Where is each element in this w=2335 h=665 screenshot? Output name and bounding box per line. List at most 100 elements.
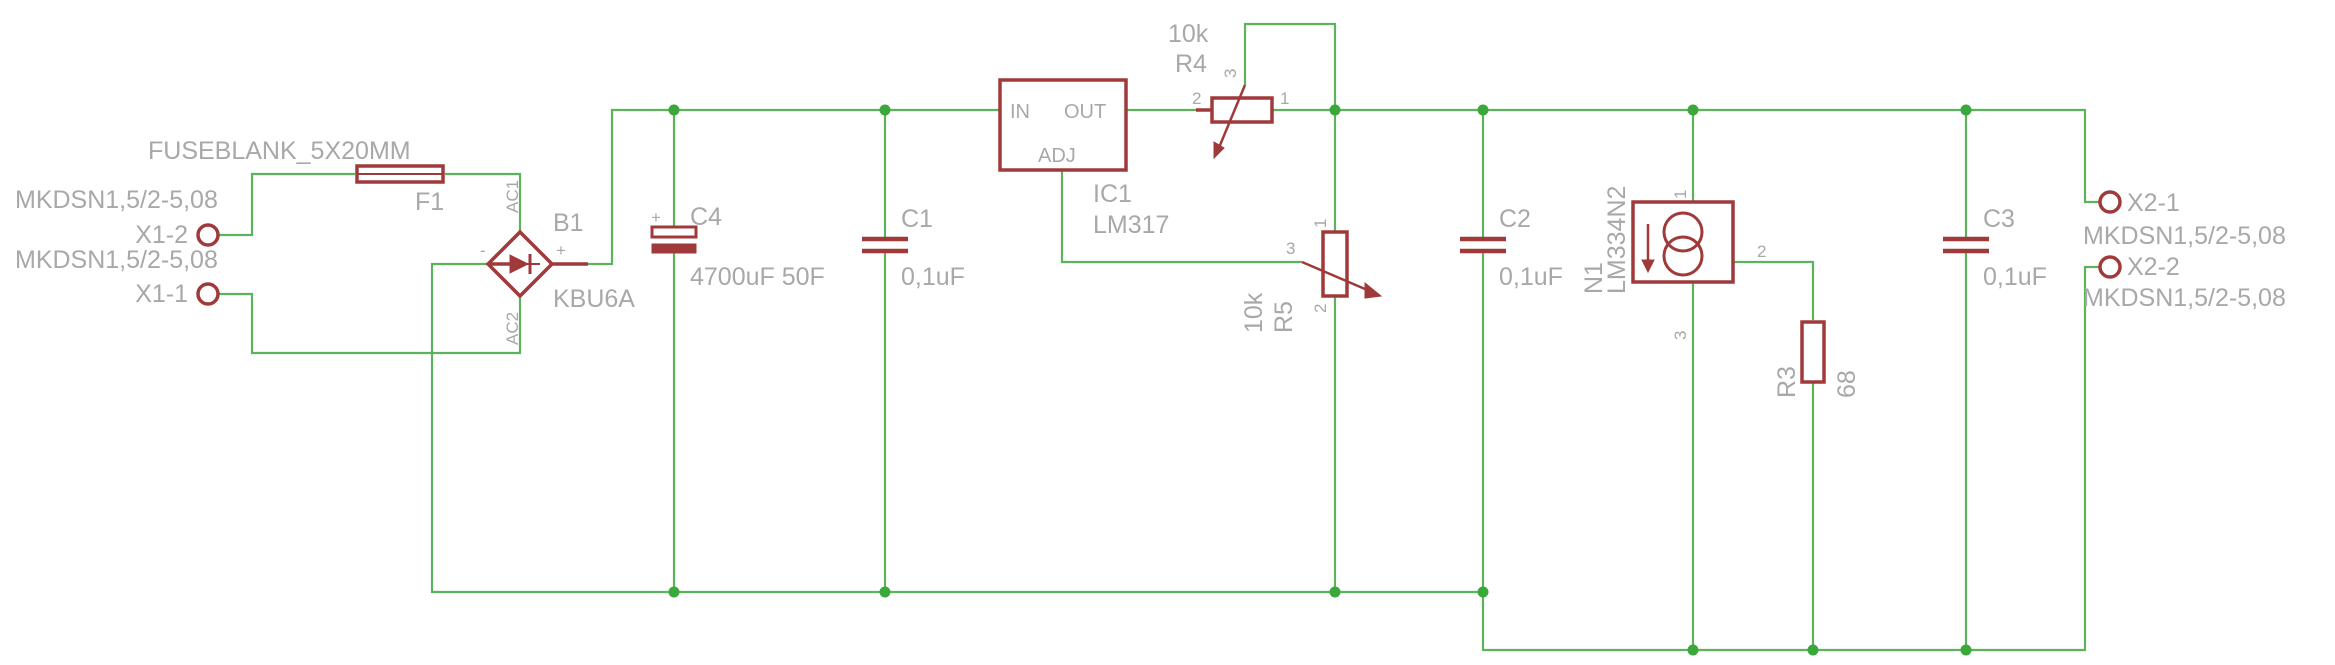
capacitor-c1: C1 0,1uF: [862, 205, 965, 291]
wire-bridge-plus: [588, 108, 1000, 266]
r5-wiper-arrow-icon: [1364, 281, 1383, 299]
wire-x1-2: [218, 172, 355, 237]
x1-1-value: MKDSN1,5/2-5,08: [15, 246, 218, 274]
r4-wiper-arrow-icon: [1213, 141, 1225, 160]
wire-fuse-ac1: [445, 172, 522, 232]
junction-c1-top: [879, 104, 891, 116]
n1-name: N1: [1580, 262, 1608, 294]
ic1-name: IC1: [1093, 180, 1132, 208]
bridge-pin-ac1: AC1: [503, 180, 522, 213]
connector-x2-1: X2-1 MKDSN1,5/2-5,08: [2083, 189, 2286, 250]
c4-plate-positive: [650, 225, 698, 239]
c4-plate-negative: [651, 243, 697, 254]
n1-body: [1631, 200, 1735, 284]
bridge-body: [485, 229, 555, 299]
junction-r3-bottom: [1807, 644, 1819, 656]
junctions: [668, 104, 1972, 656]
bridge-value: KBU6A: [553, 285, 635, 313]
resistor-r3: R3 68: [1773, 320, 1861, 398]
bridge-pin-ac2: AC2: [503, 312, 522, 345]
ic1-pin-adj: ADJ: [1038, 145, 1076, 167]
terminal-x2-2: [2098, 255, 2122, 279]
x1-1-name: X1-1: [135, 280, 188, 308]
n1-circle-top: [1662, 211, 1704, 253]
c1-name: C1: [901, 205, 933, 233]
junction-n1-top: [1687, 104, 1699, 116]
junction-r5-bottom: [1329, 586, 1341, 598]
connector-x1-2: MKDSN1,5/2-5,08 X1-2: [15, 186, 220, 249]
r3-value: 68: [1833, 370, 1861, 398]
wire-n1-r3: [1733, 260, 1815, 320]
junction-c2-top: [1477, 104, 1489, 116]
junction-c2-bottom: [1477, 586, 1489, 598]
ic1-pin-out: OUT: [1064, 101, 1106, 123]
n1-arrow-down-icon: [1641, 259, 1655, 274]
ic1-body: [998, 78, 1128, 172]
bridge-name: B1: [553, 209, 584, 237]
terminal-x2-1: [2098, 190, 2122, 214]
c3-name: C3: [1983, 205, 2015, 233]
r4-pin-2: 2: [1192, 89, 1201, 108]
ic1-value: LM317: [1093, 211, 1169, 239]
x2-2-name: X2-2: [2127, 253, 2180, 281]
junction-r5-top: [1329, 104, 1341, 116]
r4-pin-1: 1: [1280, 89, 1289, 108]
n1-pin-3: 3: [1671, 331, 1690, 340]
capacitor-c2: C2 0,1uF: [1460, 205, 1563, 291]
capacitor-c3: C3 0,1uF: [1943, 205, 2047, 291]
fuse-value: FUSEBLANK_5X20MM: [148, 137, 411, 165]
c3-value: 0,1uF: [1983, 263, 2047, 291]
regulator-ic1: IN OUT ADJ IC1 LM317: [998, 78, 1169, 239]
x2-1-value: MKDSN1,5/2-5,08: [2083, 222, 2286, 250]
x1-2-name: X1-2: [135, 221, 188, 249]
potentiometer-r4: 10k R4 2 1 3: [1168, 20, 1289, 160]
wire-output-rail: [1335, 108, 2100, 204]
c4-polarity: +: [651, 208, 661, 227]
r5-pin-2: 2: [1311, 304, 1330, 313]
r4-pin-3: 3: [1221, 69, 1240, 78]
wire-ground-return: [1481, 265, 2100, 652]
wire-r4-wiper: [1243, 22, 1337, 110]
c4-value: 4700uF 50F: [690, 263, 825, 291]
c4-name: C4: [690, 203, 722, 231]
r5-body: [1321, 230, 1349, 298]
junction-c4-top: [668, 104, 680, 116]
c1-value: 0,1uF: [901, 263, 965, 291]
r4-value: 10k: [1168, 20, 1209, 48]
connector-x2-2: X2-2 MKDSN1,5/2-5,08: [2083, 253, 2286, 312]
wire-adj: [1060, 170, 1302, 264]
r4-wiper: [1216, 84, 1247, 151]
connector-x1-1: MKDSN1,5/2-5,08 X1-1: [15, 246, 220, 308]
r5-pin-1: 1: [1311, 219, 1330, 228]
junction-c1-bottom: [879, 586, 891, 598]
n1-circle-bottom: [1662, 235, 1704, 277]
wire-ground-rail: [430, 262, 1483, 594]
r5-pin-3: 3: [1286, 239, 1295, 258]
r3-name: R3: [1773, 366, 1801, 398]
terminal-x1-2: [196, 223, 220, 247]
x2-1-name: X2-1: [2127, 189, 2180, 217]
x1-2-value: MKDSN1,5/2-5,08: [15, 186, 218, 214]
junction-c4-bottom: [668, 586, 680, 598]
r5-value: 10k: [1240, 292, 1268, 333]
current-source-n1: 1 2 3 N1 LM334N2: [1580, 186, 1766, 340]
r3-body: [1800, 320, 1826, 384]
r4-name: R4: [1175, 50, 1207, 78]
ic1-pin-in: IN: [1010, 101, 1030, 123]
junction-c3-top: [1960, 104, 1972, 116]
bridge-rectifier-b1: B1 KBU6A AC1 AC2 - +: [480, 180, 635, 345]
terminal-x1-1: [196, 282, 220, 306]
junction-n1-bottom: [1687, 644, 1699, 656]
n1-pin-2: 2: [1757, 242, 1766, 261]
n1-value: LM334N2: [1603, 186, 1631, 294]
c2-value: 0,1uF: [1499, 263, 1563, 291]
junction-c3-bottom: [1960, 644, 1972, 656]
r4-body: [1210, 96, 1274, 124]
capacitor-c4: + C4 4700uF 50F: [650, 203, 825, 291]
wires: [218, 22, 2100, 652]
c2-name: C2: [1499, 205, 1531, 233]
fuse-f1: FUSEBLANK_5X20MM F1: [148, 137, 445, 216]
r5-wiper: [1301, 260, 1373, 294]
bridge-pin-plus: +: [556, 241, 566, 260]
